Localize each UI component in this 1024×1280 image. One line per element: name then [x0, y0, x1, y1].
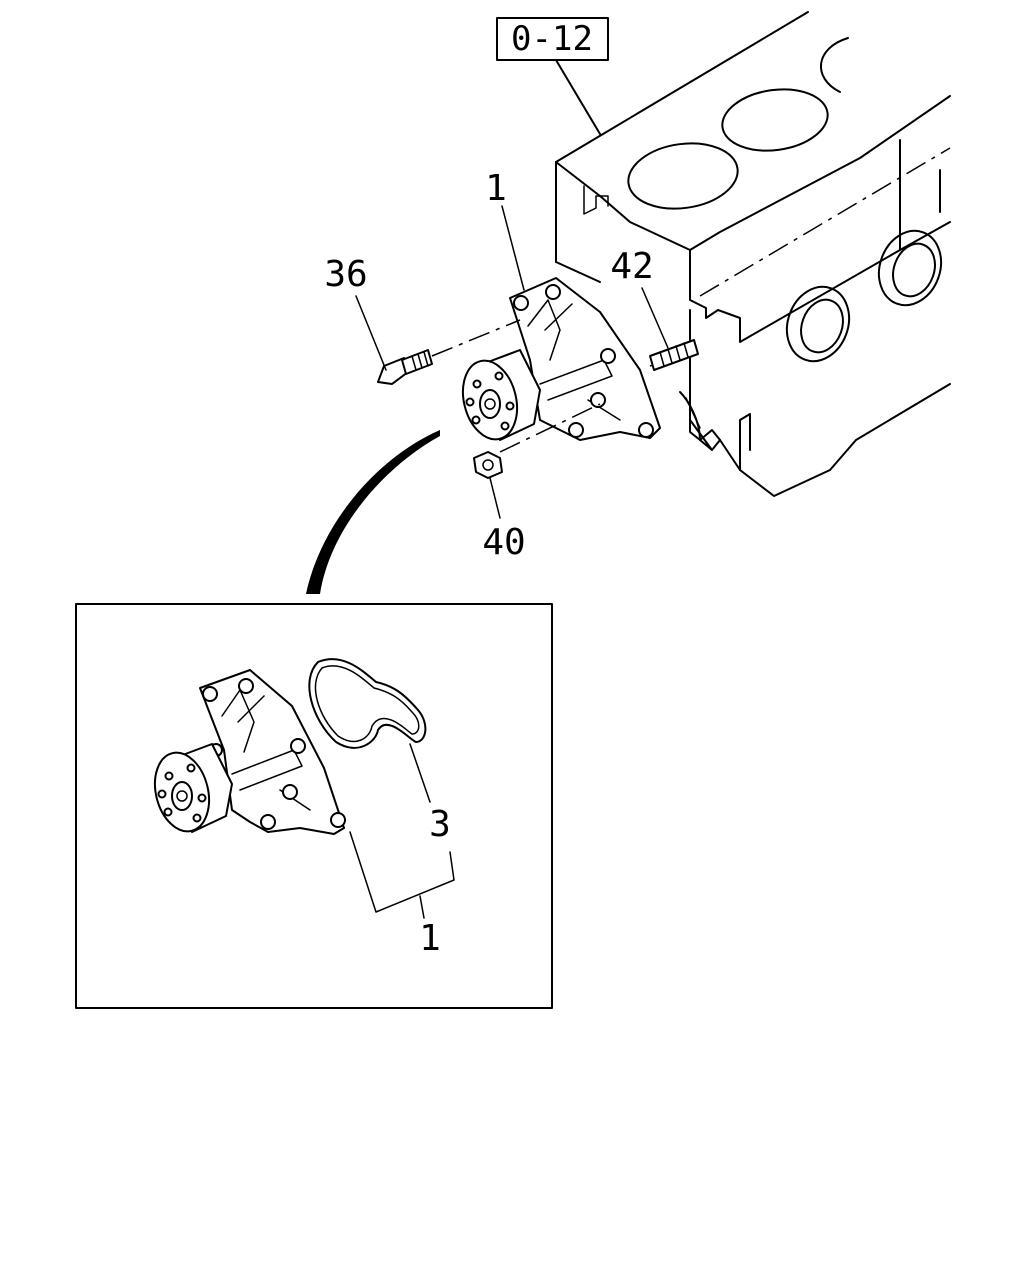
bolt-36: [377, 349, 433, 385]
callout-stud: 42: [610, 246, 653, 287]
alignment-line-bolt: [431, 319, 521, 357]
alignment-line-nut: [499, 403, 601, 453]
gasket-3: [308, 658, 427, 749]
bearing-bore-left: [785, 285, 851, 363]
bearing-bore-right: [877, 229, 943, 307]
callout-nut: 40: [482, 522, 525, 563]
stud-42: [649, 339, 699, 371]
detail-box: 3 1: [75, 603, 553, 1009]
assembly-bracket: [349, 831, 455, 913]
water-pump-main: [461, 277, 661, 441]
callout-bolt: 36: [324, 254, 367, 295]
reference-box-label: 0-12: [511, 19, 593, 59]
callout-gasket: 3: [429, 804, 451, 845]
engine-block: [555, 11, 951, 497]
detail-pointer-arrow: [306, 430, 440, 594]
callout-pump-assembly: 1: [419, 918, 441, 959]
nut-40: [473, 451, 503, 479]
reference-box: 0-12: [496, 17, 609, 135]
water-pump-detail: [153, 669, 346, 835]
callout-pump-main: 1: [485, 168, 507, 209]
